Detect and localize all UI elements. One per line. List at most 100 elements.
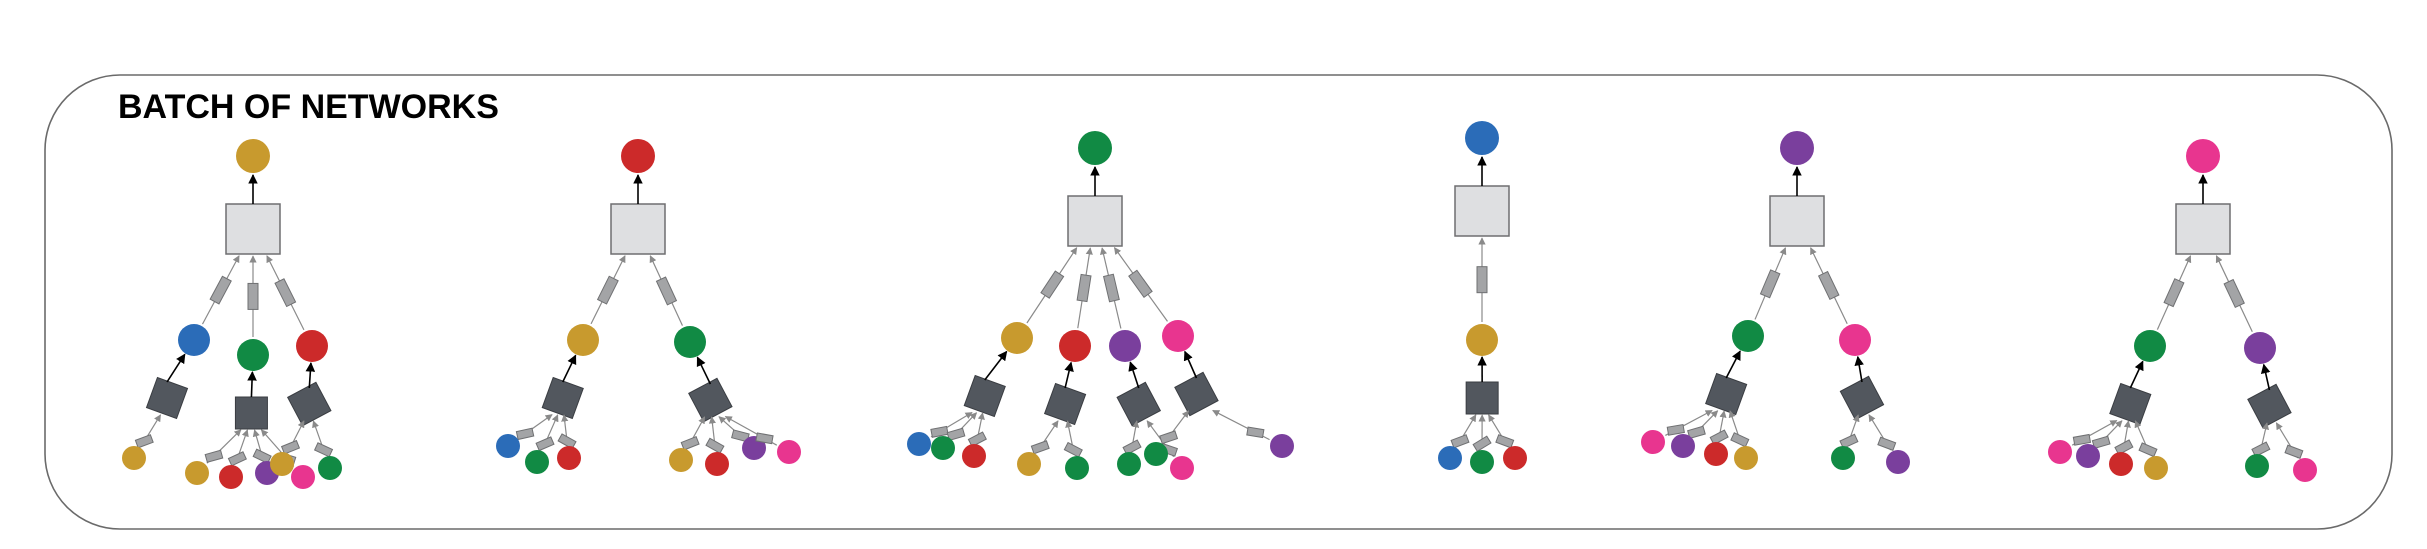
leaf-node: [2245, 454, 2269, 478]
leaf-node: [1641, 430, 1665, 454]
root-node: [621, 139, 655, 173]
leaf-node: [1886, 450, 1910, 474]
child-node: [567, 324, 599, 356]
root-node: [1078, 131, 1112, 165]
child-node: [1162, 320, 1194, 352]
edge-weight-chip: [596, 275, 619, 305]
edge-weight-chip: [1122, 439, 1142, 456]
network-3: [907, 131, 1294, 480]
leaf-node: [1117, 452, 1141, 476]
edge-weight-chip: [274, 278, 297, 308]
edge-weight-chip: [705, 437, 725, 454]
child-arrow: [2129, 360, 2144, 389]
edge-weight-chip: [227, 451, 247, 467]
networks-group: [122, 121, 2317, 489]
root-node: [1465, 121, 1499, 155]
child-arrow: [305, 362, 316, 389]
child-arrow: [1183, 350, 1198, 379]
child-node: [178, 324, 210, 356]
leaf-node: [705, 452, 729, 476]
leaf-node: [122, 446, 146, 470]
edge-weight-chip: [755, 432, 774, 445]
edge-weight-chip: [134, 434, 154, 449]
leaf-node: [2109, 452, 2133, 476]
edge-weight-chip: [280, 439, 301, 455]
edge-weight-chip: [1877, 436, 1897, 451]
edge-weight-chip: [1030, 440, 1050, 455]
edge-weight-chip: [1666, 423, 1685, 436]
child-arrow: [2260, 363, 2271, 391]
aggregator-box: [1465, 381, 1499, 415]
edge-weight-chip: [313, 442, 334, 458]
root-node: [2186, 139, 2220, 173]
leaf-node: [1704, 442, 1728, 466]
child-node: [1839, 324, 1871, 356]
leaf-node: [2076, 444, 2100, 468]
root-aggregator-box: [1769, 195, 1825, 247]
edge-weight-chip: [1709, 429, 1729, 446]
leaf-node: [270, 452, 294, 476]
aggregator-box: [541, 376, 584, 420]
child-node: [674, 326, 706, 358]
child-arrow: [247, 371, 257, 398]
child-arrow: [984, 350, 1008, 381]
leaf-node: [1017, 452, 1041, 476]
aggregator-box: [2109, 382, 2152, 426]
leaf-node: [291, 465, 315, 489]
edge-weight-chip: [967, 431, 987, 448]
aggregator-box: [145, 376, 189, 420]
edge-weight-chip: [2114, 439, 2134, 456]
leaf-node: [1170, 456, 1194, 480]
leaf-node: [557, 446, 581, 470]
leaf-node: [931, 436, 955, 460]
child-node: [2244, 332, 2276, 364]
aggregator-box: [1705, 372, 1748, 416]
edge-weight-chip: [2223, 278, 2245, 309]
leaf-node: [318, 456, 342, 480]
edge-weight-chip: [1476, 266, 1488, 294]
edge-weight-chip: [535, 436, 555, 452]
aggregator-box: [1174, 371, 1219, 417]
edge-weight-chip: [2251, 441, 2271, 458]
root-aggregator-box: [1067, 195, 1123, 247]
root-aggregator-box: [610, 203, 666, 255]
leaf-node: [2144, 456, 2168, 480]
root-node: [1780, 131, 1814, 165]
edge-weight-chip: [247, 282, 259, 310]
aggregator-box: [234, 396, 268, 430]
batch-frame: [44, 74, 2393, 530]
child-arrow: [1128, 361, 1140, 389]
edge-weight-chip: [680, 435, 700, 451]
edge-weight-chip: [557, 433, 577, 450]
edge-weight-chip: [2072, 433, 2092, 446]
leaf-node: [2293, 458, 2317, 482]
edge-weight-chip: [930, 425, 949, 438]
leaf-node: [1671, 434, 1695, 458]
aggregator-box: [1839, 375, 1885, 421]
child-node: [1059, 330, 1091, 362]
aggregator-box: [963, 374, 1006, 418]
network-5: [1641, 131, 1910, 474]
leaf-node: [496, 434, 520, 458]
aggregator-box: [2247, 383, 2292, 429]
leaf-node: [2048, 440, 2072, 464]
child-node: [1732, 320, 1764, 352]
edge-weight-chip: [204, 449, 224, 463]
edge-weight-chip: [2091, 435, 2111, 450]
child-node: [1466, 324, 1498, 356]
leaf-node: [962, 444, 986, 468]
leaf-node: [907, 432, 931, 456]
leaf-node: [1270, 434, 1294, 458]
aggregator-box: [286, 381, 332, 427]
child-arrow: [562, 354, 577, 383]
aggregator-box: [688, 377, 733, 423]
leaf-node: [669, 448, 693, 472]
network-4: [1438, 121, 1527, 474]
edge-weight-chip: [1495, 434, 1515, 449]
leaf-node: [525, 450, 549, 474]
edge-weight-chip: [2284, 444, 2304, 459]
leaf-node: [1734, 446, 1758, 470]
child-node: [296, 330, 328, 362]
network-2: [496, 139, 801, 476]
child-arrow: [1064, 361, 1074, 389]
